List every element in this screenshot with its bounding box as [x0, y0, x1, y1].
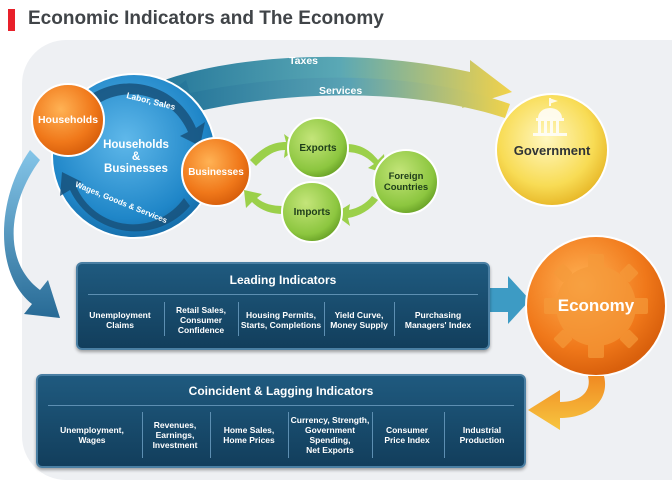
imports-to-businesses-arrow	[244, 190, 284, 214]
lagging-indicators-panel: Coincident & Lagging Indicators Unemploy…	[36, 374, 526, 468]
leading-indicators-panel: Leading Indicators Unemployment Claims R…	[76, 262, 490, 350]
lagging-item-2-line-3: Investment	[152, 440, 198, 450]
services-arrow	[155, 77, 510, 124]
leading-item-5-line-1: Purchasing	[414, 310, 462, 320]
leading-item-yield-curve: Yield Curve, Money Supply	[326, 300, 392, 340]
title-accent-bar	[8, 9, 15, 31]
taxes-label: Taxes	[289, 55, 318, 67]
imports-node-circle	[281, 181, 343, 243]
hb-line-1: Households	[103, 139, 169, 151]
lagging-separator-1	[142, 412, 143, 458]
economy-to-lagging-arrow	[528, 376, 606, 430]
lagging-item-3-line-1: Home Sales,	[223, 425, 275, 435]
diagram-svg	[3, 56, 667, 430]
leading-item-unemployment-claims: Unemployment Claims	[82, 300, 158, 340]
exports-to-foreign-arrow	[346, 144, 386, 174]
leading-item-1-line-2: Claims	[106, 320, 134, 330]
to-leading-arrow	[3, 150, 60, 318]
lagging-item-2-line-1: Revenues,	[153, 420, 197, 430]
lagging-item-4-line-1: Currency, Strength,	[290, 415, 370, 425]
leading-separator-3	[324, 302, 325, 336]
foreign-countries-node-label: Foreign Countries	[374, 166, 438, 198]
lagging-item-currency-strength: Currency, Strength, Government Spending,…	[288, 408, 372, 462]
lagging-item-6-line-2: Production	[459, 435, 505, 445]
lagging-item-home-sales: Home Sales, Home Prices	[212, 410, 286, 460]
lagging-separator-3	[288, 412, 289, 458]
lagging-indicators-title: Coincident & Lagging Indicators	[188, 384, 374, 398]
leading-item-3-line-1: Housing Permits,	[246, 310, 316, 320]
lagging-item-industrial-production: Industrial Production	[446, 410, 518, 460]
leading-indicators-title: Leading Indicators	[229, 273, 337, 287]
foreign-to-imports-arrow	[334, 196, 378, 226]
economy-node-label: Economy	[557, 296, 635, 315]
leading-item-purchasing-managers: Purchasing Managers' Index	[396, 300, 480, 340]
leading-item-2-line-1: Retail Sales,	[175, 305, 227, 315]
government-node-circle	[495, 93, 609, 207]
lagging-item-4-line-2: Government	[304, 425, 356, 435]
leading-item-4-line-2: Money Supply	[330, 320, 388, 330]
diagram-canvas: Economic Indicators and The Economy	[3, 8, 672, 480]
lagging-title-rule	[48, 405, 514, 406]
lagging-item-4-line-3: Spending,	[309, 435, 351, 445]
leading-title-rule	[88, 294, 478, 295]
lagging-item-1-line-2: Wages	[78, 435, 106, 445]
foreign-line-2: Countries	[383, 182, 429, 193]
leading-item-2-line-3: Confidence	[177, 325, 225, 335]
page-title: Economic Indicators and The Economy	[28, 8, 384, 29]
lagging-item-2-line-2: Earnings,	[155, 430, 195, 440]
taxes-arrow	[128, 56, 512, 110]
government-node-label: Government	[513, 142, 591, 158]
lagging-separator-5	[444, 412, 445, 458]
leading-item-housing-permits: Housing Permits, Starts, Completions	[240, 300, 322, 340]
leading-item-1-line-1: Unemployment	[89, 310, 151, 320]
lagging-item-consumer-price-index: Consumer Price Index	[374, 410, 440, 460]
leading-item-retail-sales: Retail Sales, Consumer Confidence	[166, 300, 236, 340]
exports-node-label: Exports	[299, 142, 337, 154]
foreign-line-1: Foreign	[388, 171, 424, 182]
exports-node-circle	[287, 117, 349, 179]
leading-separator-2	[238, 302, 239, 336]
hb-line-3: Businesses	[104, 163, 168, 175]
leading-separator-4	[394, 302, 395, 336]
leading-separator-1	[164, 302, 165, 336]
lagging-item-5-line-1: Consumer	[385, 425, 429, 435]
lagging-separator-4	[372, 412, 373, 458]
economy-gear-icon	[525, 235, 667, 377]
households-businesses-label: Households & Businesses	[94, 134, 178, 180]
households-node-circle	[31, 83, 105, 157]
households-node-label: Households	[37, 114, 99, 126]
leading-to-economy-arrow	[490, 276, 530, 324]
lagging-item-revenues: Revenues, Earnings, Investment	[144, 410, 206, 460]
lagging-separator-2	[210, 412, 211, 458]
lagging-item-6-line-1: Industrial	[462, 425, 502, 435]
leading-item-5-line-2: Managers' Index	[404, 320, 472, 330]
labor-sales-ring-arrow	[86, 83, 205, 146]
leading-item-2-line-2: Consumer	[179, 315, 223, 325]
lagging-item-1-line-1: Unemployment,	[60, 425, 124, 435]
lagging-item-unemployment-wages: Unemployment, Wages	[42, 410, 142, 460]
foreign-countries-node-circle	[373, 149, 439, 215]
leading-item-4-line-1: Yield Curve,	[334, 310, 384, 320]
lagging-item-4-line-4: Net Exports	[306, 445, 354, 455]
businesses-node-label: Businesses	[188, 166, 244, 178]
to-exports-arrow	[250, 134, 300, 166]
lagging-item-3-line-2: Home Prices	[223, 435, 275, 445]
wages-ring-arrow	[60, 172, 190, 232]
services-label: Services	[319, 85, 363, 97]
capitol-building-icon	[533, 98, 567, 136]
imports-node-label: Imports	[293, 206, 331, 218]
lagging-item-5-line-2: Price Index	[384, 435, 430, 445]
hb-line-2: &	[131, 151, 141, 163]
leading-item-3-line-2: Starts, Completions	[240, 320, 322, 330]
businesses-node-circle	[181, 137, 251, 207]
